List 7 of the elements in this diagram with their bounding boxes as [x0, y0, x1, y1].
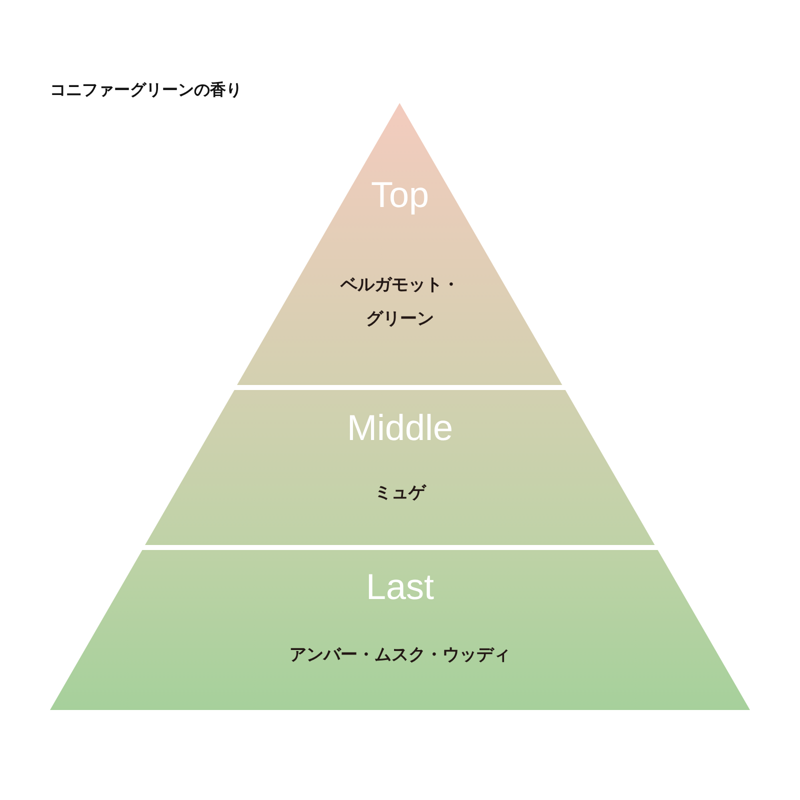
note-list: ベルガモット・グリーン	[334, 268, 465, 336]
tier-heading: Top	[370, 175, 430, 215]
note-list: アンバー・ムスク・ウッディ	[290, 638, 510, 672]
tier-heading: Middle	[346, 408, 454, 448]
note-list: ミュゲ	[374, 476, 426, 510]
diagram-title: コニファーグリーンの香り	[50, 80, 242, 101]
tier-heading: Last	[366, 567, 434, 607]
